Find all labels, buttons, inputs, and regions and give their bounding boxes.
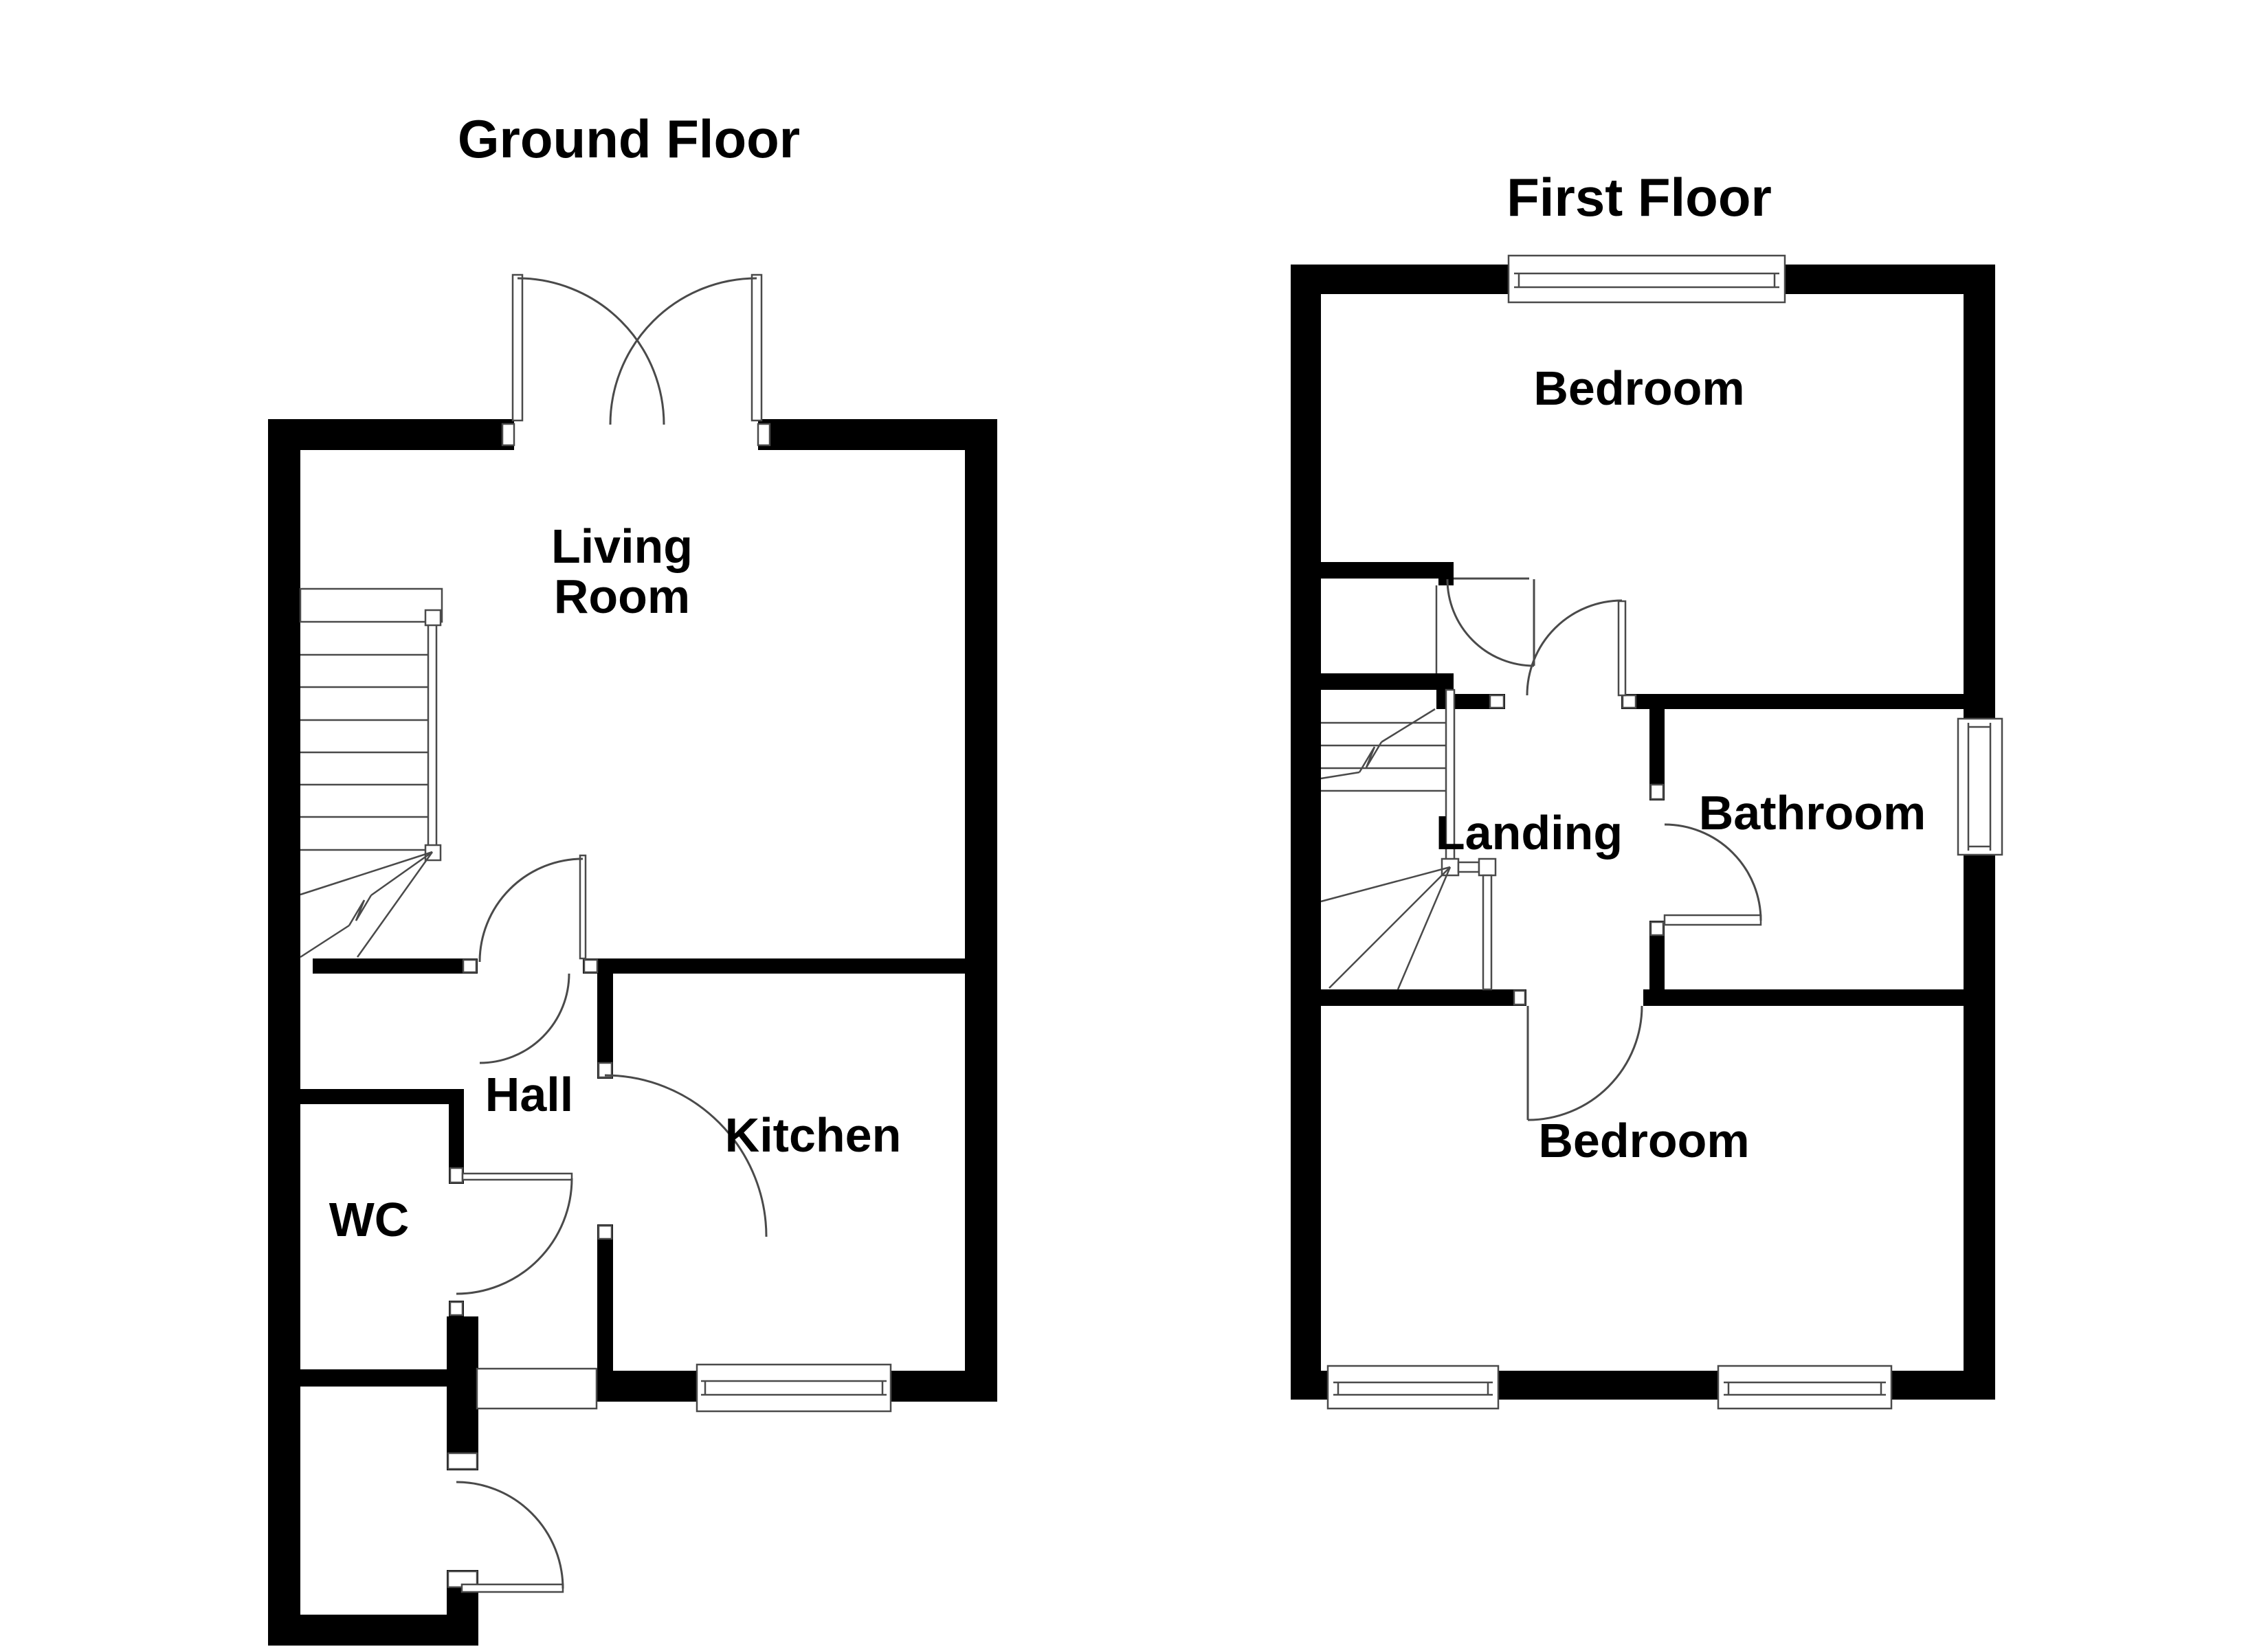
stair-rail bbox=[427, 620, 438, 853]
first-floor-stairs bbox=[1320, 688, 1497, 991]
first-floor-title: First Floor bbox=[1507, 167, 1772, 227]
first-floor-door-jambs bbox=[1489, 694, 1665, 1006]
ground-floor-door-jambs bbox=[447, 423, 771, 1589]
porch-threshold bbox=[476, 1367, 598, 1410]
bedroom-bottom-window-left bbox=[1326, 1365, 1500, 1410]
french-doors bbox=[511, 273, 763, 425]
ground-floor-title: Ground Floor bbox=[458, 109, 800, 169]
stair-rail bbox=[1457, 861, 1480, 873]
wc-door bbox=[456, 1172, 573, 1295]
bedroom-bottom-window-right bbox=[1717, 1365, 1893, 1410]
living-room-label-line2: Room bbox=[554, 570, 690, 623]
landing-label: Landing bbox=[1436, 806, 1623, 860]
bedroom-top-label: Bedroom bbox=[1533, 361, 1744, 415]
bathroom-door bbox=[1663, 823, 1762, 926]
kitchen-door bbox=[604, 1074, 768, 1237]
bedroom-bottom-door bbox=[1526, 1005, 1643, 1121]
bedroom-bottom-label: Bedroom bbox=[1538, 1114, 1749, 1167]
kitchen-label: Kitchen bbox=[725, 1108, 902, 1162]
stair-rail bbox=[1482, 874, 1493, 991]
bedroom-top-door bbox=[1446, 577, 1535, 667]
first-floor-interior-walls bbox=[1321, 562, 1995, 1006]
hall-label: Hall bbox=[485, 1068, 573, 1121]
living-room-door bbox=[478, 854, 587, 1064]
wc-label: WC bbox=[329, 1193, 410, 1246]
ground-floor-interior-walls bbox=[300, 958, 965, 1387]
kitchen-window bbox=[696, 1363, 892, 1413]
stair-newel bbox=[424, 609, 442, 627]
stair-newel bbox=[1478, 857, 1497, 877]
bathroom-window bbox=[1957, 717, 2003, 856]
ground-floor-stairs bbox=[299, 587, 443, 958]
first-floor-outer-walls bbox=[1291, 265, 1995, 1400]
living-room-label-line1: Living bbox=[551, 519, 693, 573]
first-floor-plan: First Floor Bedroom Landing Bathroom Bed… bbox=[1291, 167, 2003, 1410]
first-floor-top-window bbox=[1507, 254, 1786, 304]
bathroom-label: Bathroom bbox=[1699, 786, 1926, 840]
cupboard-door bbox=[1435, 585, 1627, 697]
ground-floor-plan: Ground Floor Living Room Hall Kitchen WC bbox=[268, 109, 997, 1646]
ground-floor-outer-walls bbox=[268, 419, 997, 1646]
front-door bbox=[456, 1481, 564, 1593]
